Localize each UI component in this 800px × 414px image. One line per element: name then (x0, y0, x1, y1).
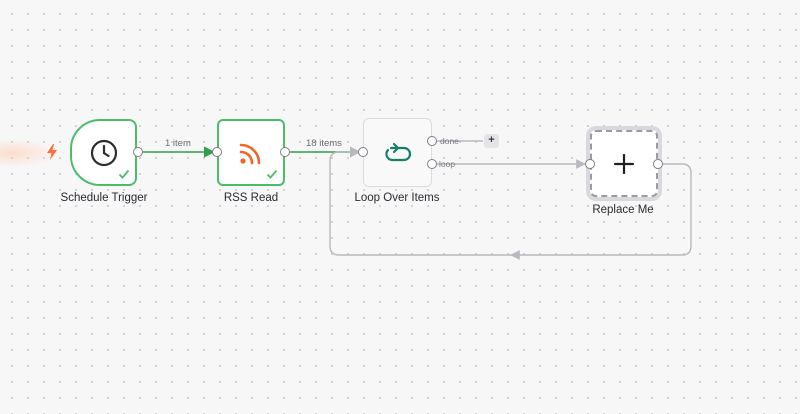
loop-over-items-label: Loop Over Items (354, 192, 440, 204)
edge-label-trigger-rss: 1 item (165, 138, 191, 149)
lightning-bolt-icon (47, 144, 57, 160)
replace-me-output-handle[interactable] (653, 159, 663, 169)
clock-icon (90, 139, 117, 166)
loop-port-label: loop (439, 159, 456, 169)
edge-label-rss-loop: 18 items (306, 138, 342, 149)
replace-me-node[interactable] (590, 130, 658, 197)
loop-input-handle[interactable] (358, 147, 368, 157)
replace-me-label: Replace Me (592, 204, 654, 216)
schedule-trigger-output-handle[interactable] (133, 147, 143, 157)
schedule-trigger-node[interactable] (70, 119, 137, 186)
loop-icon (384, 142, 411, 161)
success-check-icon (118, 169, 130, 179)
plus-icon (613, 153, 635, 174)
loop-done-output-handle[interactable] (427, 136, 437, 146)
rss-read-node[interactable] (217, 119, 285, 186)
loop-over-items-node[interactable] (363, 118, 432, 187)
schedule-trigger-label: Schedule Trigger (60, 192, 148, 204)
replace-me-input-handle[interactable] (585, 159, 595, 169)
rss-read-label: RSS Read (223, 192, 279, 204)
done-port-label: done (440, 136, 459, 146)
rss-read-input-handle[interactable] (212, 147, 222, 157)
rss-read-output-handle[interactable] (280, 147, 290, 157)
add-node-button[interactable]: + (484, 134, 499, 148)
success-check-icon (266, 169, 278, 179)
loop-loop-output-handle[interactable] (427, 159, 437, 169)
rss-icon (239, 143, 261, 164)
